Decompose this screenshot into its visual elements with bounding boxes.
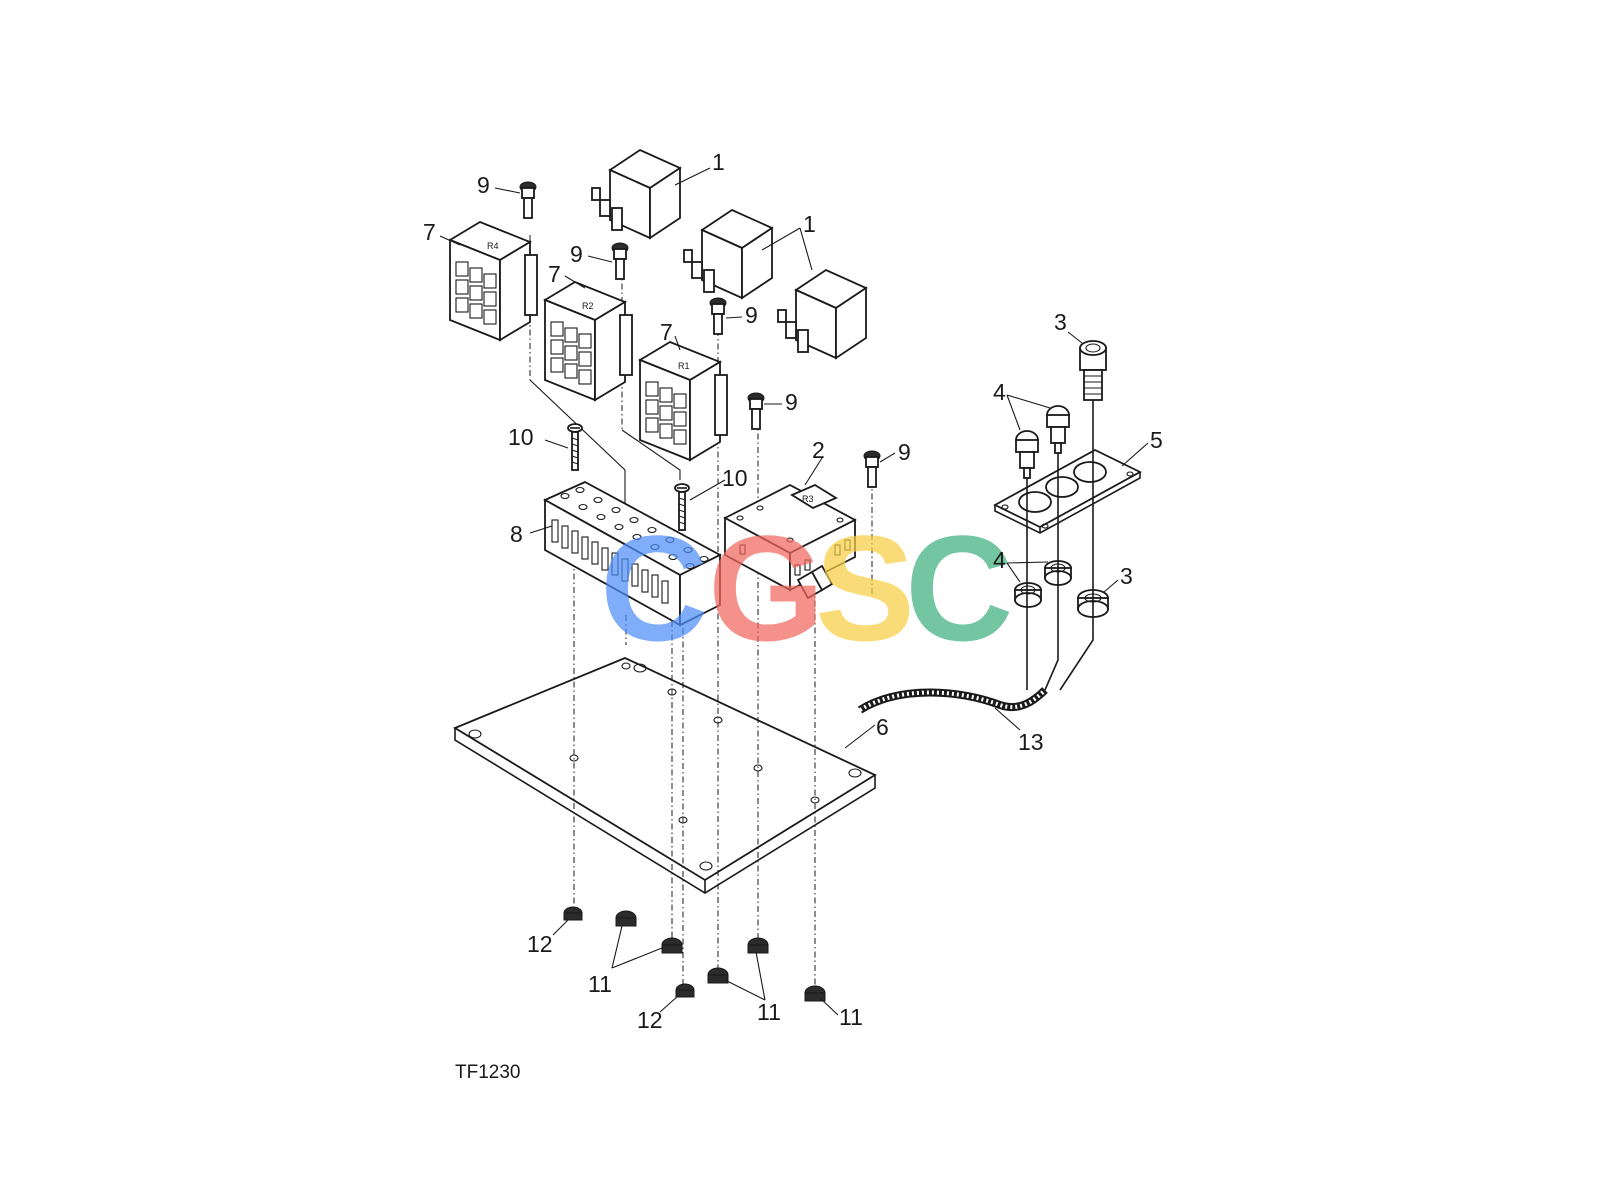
screw-9-d: [747, 392, 765, 430]
relay-socket-r1: R1: [637, 340, 728, 462]
callout-numbers: 1 1 9 9 9 9 9 7 7 7 10 10 8 2 3 3 4 4 5 …: [423, 149, 1163, 1033]
base-plate: [453, 657, 877, 894]
callout-1: 1: [803, 211, 816, 237]
socket-label-r1: R1: [678, 361, 690, 371]
nut-11-e: [804, 985, 826, 1002]
callout-7: 7: [660, 319, 673, 345]
relay-module-r3: R3: [723, 483, 857, 600]
watermark: C G S C: [600, 504, 1013, 672]
socket-label-r2: R2: [582, 301, 594, 311]
callout-4: 4: [993, 379, 1006, 405]
nut-12-left: [563, 906, 583, 921]
nut-12-bottom: [675, 983, 695, 998]
callout-4: 4: [993, 547, 1006, 573]
callout-10: 10: [508, 424, 534, 450]
module-label-r3: R3: [802, 494, 814, 504]
relay-1-right: [777, 268, 868, 360]
figure-id: TF1230: [455, 1062, 520, 1083]
callout-9: 9: [785, 389, 798, 415]
callout-7: 7: [423, 219, 436, 245]
indicator-light-4-b: [1046, 405, 1070, 454]
callout-1: 1: [712, 149, 725, 175]
watermark-letter-c2: C: [905, 504, 1013, 672]
watermark-letter-s: S: [815, 504, 915, 672]
callout-6: 6: [876, 714, 889, 740]
callout-2: 2: [812, 437, 825, 463]
relay-1-middle: [683, 208, 774, 300]
callout-13: 13: [1018, 729, 1044, 755]
callout-9: 9: [745, 302, 758, 328]
nut-11-d: [707, 967, 729, 984]
callout-9: 9: [477, 172, 490, 198]
screw-9-b: [611, 242, 629, 280]
watermark-letter-c1: C: [600, 504, 708, 672]
callout-9: 9: [898, 439, 911, 465]
callout-11: 11: [839, 1004, 863, 1030]
watermark-letter-g: G: [708, 504, 825, 672]
callout-8: 8: [510, 521, 523, 547]
nut-4-a: [1014, 582, 1042, 608]
callout-3: 3: [1054, 309, 1067, 335]
screw-9-e: [863, 450, 881, 488]
relay-socket-r2: R2: [542, 280, 633, 402]
callout-11: 11: [757, 999, 781, 1025]
screw-9-c: [709, 297, 727, 335]
callout-12: 12: [637, 1007, 663, 1033]
leader-lines: [439, 167, 1149, 1016]
callout-10: 10: [722, 465, 748, 491]
screw-9-a: [519, 181, 537, 219]
indicator-light-3-top: [1079, 340, 1107, 401]
socket-label-r4: R4: [487, 241, 499, 251]
callout-11: 11: [588, 971, 612, 997]
callout-12: 12: [527, 931, 553, 957]
relay-1-top: [591, 148, 682, 240]
callout-7: 7: [548, 261, 561, 287]
callout-5: 5: [1150, 427, 1163, 453]
relay-socket-r4: R4: [447, 220, 538, 342]
callout-3: 3: [1120, 563, 1133, 589]
nut-11-a: [615, 910, 637, 927]
switch-panel: [993, 448, 1142, 534]
callout-9: 9: [570, 241, 583, 267]
nut-11-b: [661, 937, 683, 954]
nut-11-c: [747, 937, 769, 954]
indicator-light-4-a: [1015, 430, 1039, 479]
wire-harness: [857, 400, 1094, 714]
screw-10-a: [567, 423, 583, 471]
fuse-block: [542, 480, 722, 627]
screw-10-b: [674, 483, 690, 531]
